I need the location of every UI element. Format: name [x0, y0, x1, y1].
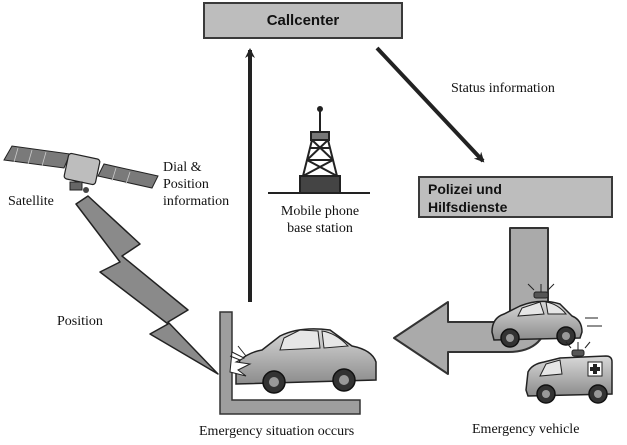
- callcenter-box: Callcenter: [203, 2, 403, 39]
- status-information-label: Status information: [451, 81, 555, 96]
- crash-wall: [219, 311, 361, 415]
- dial-position-information-label: Dial & Position information: [163, 160, 230, 209]
- emergency-vehicle-label: Emergency vehicle: [472, 422, 580, 437]
- arrow-status-to-police: [375, 46, 485, 163]
- position-label: Position: [57, 314, 103, 329]
- police-services-box: Polizei und Hilfsdienste: [418, 176, 613, 218]
- mobile-phone-base-station-label: Mobile phone base station: [280, 204, 360, 236]
- ambulance-icon: [525, 341, 613, 404]
- police-car-icon: [491, 283, 602, 348]
- lightning-bolt-icon: [75, 195, 219, 375]
- callcenter-label: Callcenter: [266, 12, 340, 29]
- big-dispatch-arrow: [393, 227, 549, 375]
- crashed-car-icon: [229, 328, 377, 394]
- satellite-icon: [3, 145, 159, 193]
- satellite-label: Satellite: [8, 194, 54, 209]
- radio-tower-icon: [268, 106, 370, 194]
- emergency-situation-label: Emergency situation occurs: [199, 424, 355, 439]
